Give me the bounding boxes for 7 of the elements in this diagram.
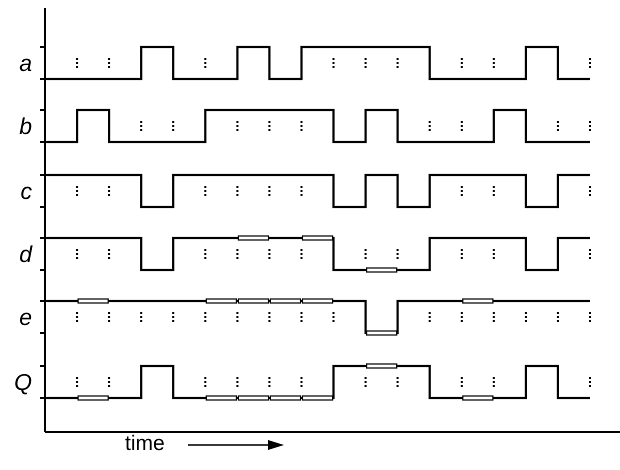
signal-label: Q: [13, 370, 32, 394]
signal-label: a: [18, 51, 32, 75]
axis-label: time: [125, 433, 165, 455]
signal-label: c: [20, 179, 32, 203]
signal-label: e: [18, 305, 32, 329]
signal-label: b: [18, 114, 32, 138]
signal-label: d: [18, 242, 32, 266]
